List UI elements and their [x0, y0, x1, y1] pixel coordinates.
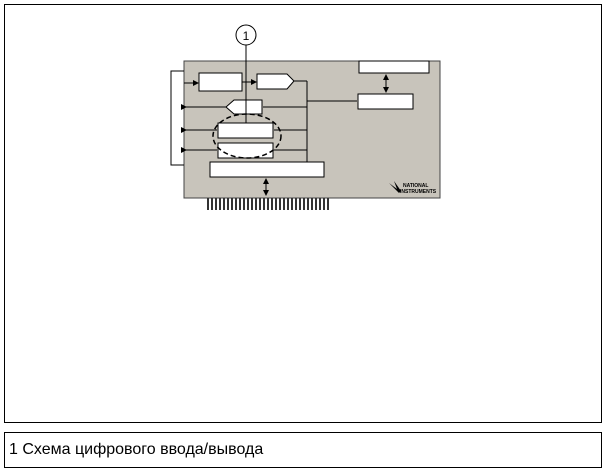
connector-pin	[243, 198, 245, 210]
input-block	[198, 72, 243, 92]
callout-circle	[235, 24, 257, 46]
connector-pin	[247, 198, 249, 210]
connector-pin	[239, 198, 241, 210]
connector-pin	[303, 198, 305, 210]
figure-frame: 1 NATIONAL INSTRUMENTS	[4, 4, 602, 423]
connector-pin	[259, 198, 261, 210]
connector-pin	[263, 198, 265, 210]
connector-pin	[219, 198, 221, 210]
callout-number: 1	[243, 29, 250, 43]
connector-pin	[283, 198, 285, 210]
ni-logo: NATIONAL INSTRUMENTS	[389, 181, 437, 195]
connector-pin	[319, 198, 321, 210]
connector-pin	[271, 198, 273, 210]
connector-pin	[267, 198, 269, 210]
connector-pin	[231, 198, 233, 210]
register-block-2	[217, 142, 274, 159]
register-block-1	[217, 122, 274, 139]
connector-pin	[287, 198, 289, 210]
top-connector	[358, 60, 430, 74]
controller-block	[357, 93, 414, 110]
highlight-ellipse	[212, 113, 282, 159]
connector-pin	[215, 198, 217, 210]
connector-pin	[315, 198, 317, 210]
caption-frame: 1 Схема цифрового ввода/вывода	[4, 432, 602, 468]
edge-connector-pins	[207, 198, 329, 210]
connector-pin	[255, 198, 257, 210]
connector-pin	[275, 198, 277, 210]
connector-pin	[323, 198, 325, 210]
connector-pin	[291, 198, 293, 210]
ni-eagle-icon	[389, 181, 401, 193]
output-buffer-block	[225, 99, 263, 115]
connector-pin	[299, 198, 301, 210]
connector-pin	[211, 198, 213, 210]
figure-caption: 1 Схема цифрового ввода/вывода	[9, 441, 264, 458]
bus-interface-block	[209, 161, 325, 178]
connector-pin	[279, 198, 281, 210]
connector-pin	[327, 198, 329, 210]
io-connector-bracket	[170, 70, 184, 166]
connector-pin	[295, 198, 297, 210]
board-diagram: 1 NATIONAL INSTRUMENTS	[170, 24, 441, 210]
connector-pin	[311, 198, 313, 210]
connector-pin	[251, 198, 253, 210]
connector-pin	[227, 198, 229, 210]
wiring	[181, 74, 389, 196]
buffer-block	[256, 73, 295, 90]
logo-line2: INSTRUMENTS	[400, 189, 437, 195]
logo-line1: NATIONAL	[403, 183, 428, 189]
connector-pin	[207, 198, 209, 210]
connector-pin	[307, 198, 309, 210]
connector-pin	[223, 198, 225, 210]
connector-pin	[235, 198, 237, 210]
